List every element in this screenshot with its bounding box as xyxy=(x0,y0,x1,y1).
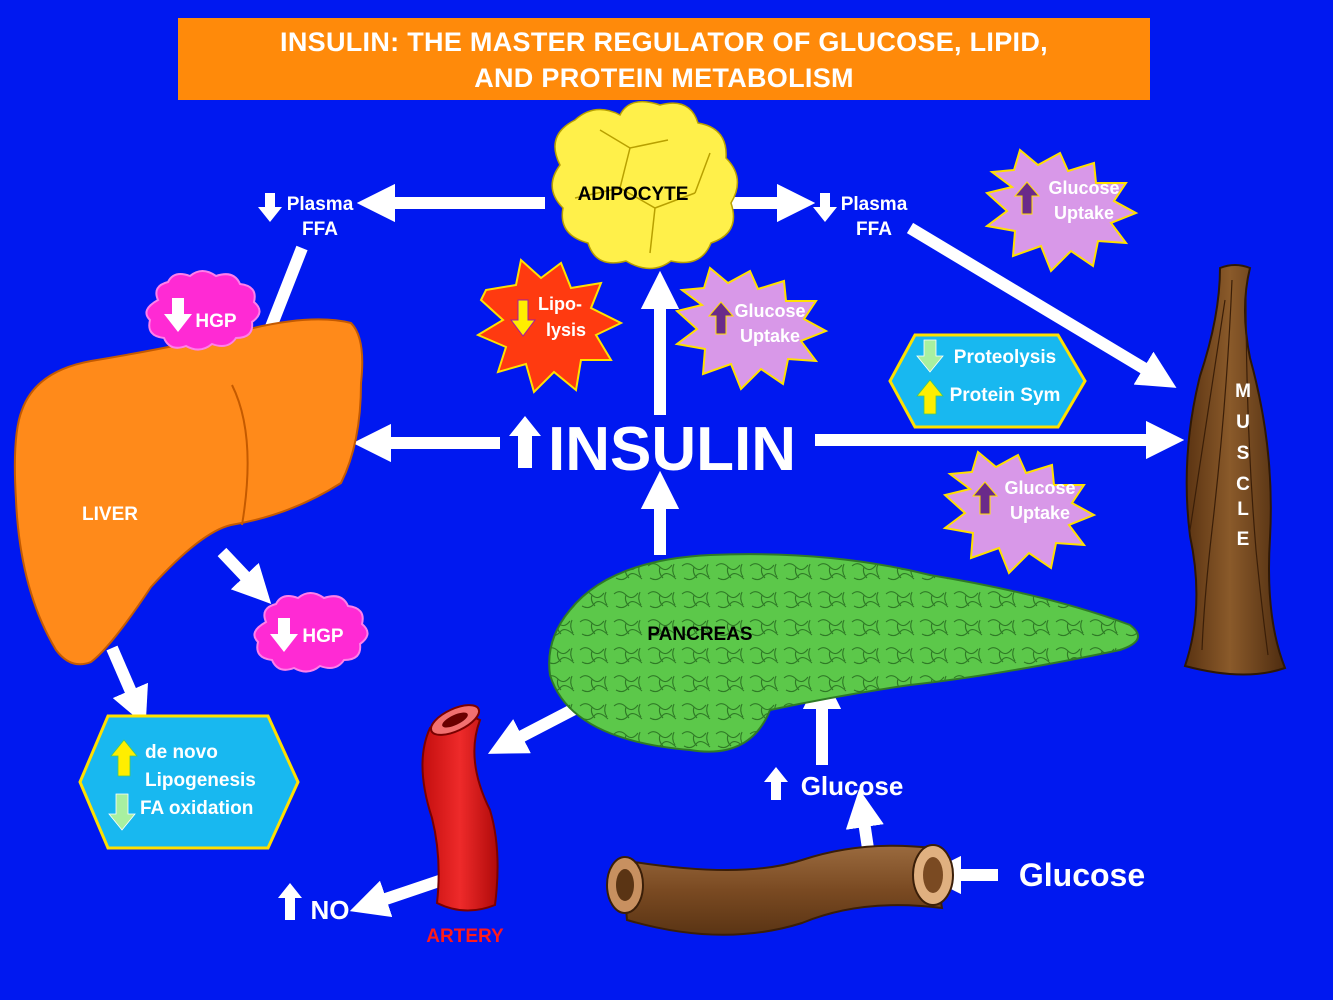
proteolysis-label: Proteolysis xyxy=(954,347,1056,368)
adipocyte-label: ADIPOCYTE xyxy=(578,184,689,205)
title-banner: INSULIN: THE MASTER REGULATOR OF GLUCOSE… xyxy=(178,18,1150,100)
hgp-cloud-top xyxy=(145,270,261,351)
down-arrow-icon xyxy=(916,339,944,373)
muscle-label: M U S C L E xyxy=(1235,381,1251,550)
up-arrow-icon xyxy=(707,301,735,335)
lipid-box-line2: Lipogenesis xyxy=(145,770,256,791)
ffa-left-line1: Plasma xyxy=(287,194,354,215)
hgp-cloud-bottom xyxy=(253,592,369,673)
pancreas-label: PANCREAS xyxy=(647,624,752,645)
down-arrow-icon xyxy=(258,193,837,222)
down-arrow-icon xyxy=(108,793,136,831)
lipid-box-line1: de novo xyxy=(145,742,218,763)
arrow-liver-to-hgp xyxy=(217,547,272,604)
up-arrow-icon xyxy=(110,739,138,777)
glucose-blood-label: Glucose xyxy=(801,771,904,801)
up-arrow-icon xyxy=(916,379,944,415)
up-arrow-icon xyxy=(509,416,541,468)
no-label: NO xyxy=(311,895,350,925)
glucose-uptake-top-right-line2: Uptake xyxy=(1054,203,1114,223)
arrow-pancreas-to-artery xyxy=(487,699,585,754)
glucose-uptake-burst-top-right xyxy=(984,148,1139,273)
hgp-top-label: HGP xyxy=(195,311,237,332)
muscle-letter: C xyxy=(1236,474,1250,495)
lipid-metabolism-box xyxy=(78,714,300,850)
hgp-bottom-label: HGP xyxy=(302,626,344,647)
adipocyte-cluster xyxy=(551,100,739,270)
muscle-letter: E xyxy=(1237,529,1250,550)
up-arrow-icon xyxy=(278,883,302,920)
up-arrow-icon xyxy=(764,767,788,800)
muscle-letter: U xyxy=(1236,412,1250,433)
ffa-right-line1: Plasma xyxy=(841,194,908,215)
arrow-ffa-to-muscle xyxy=(906,222,1177,388)
arrow-artery-to-no xyxy=(349,874,444,918)
pathway-arrows xyxy=(106,183,1185,918)
pancreas-organ xyxy=(548,553,1139,753)
title-line-2: AND PROTEIN METABOLISM xyxy=(474,63,854,93)
ffa-left-line2: FFA xyxy=(302,219,338,240)
muscle-organ xyxy=(1183,264,1287,676)
glucose-uptake-burst-muscle xyxy=(942,450,1097,575)
glucose-uptake-top-right-line1: Glucose xyxy=(1048,178,1119,198)
insulin-label: INSULIN xyxy=(548,415,796,484)
liver-label: LIVER xyxy=(82,504,138,525)
muscle-letter: L xyxy=(1237,499,1249,520)
glucose-uptake-adipocyte-line1: Glucose xyxy=(734,301,805,321)
up-arrow-icon xyxy=(971,481,999,515)
glucose-uptake-adipocyte-line2: Uptake xyxy=(740,326,800,346)
down-arrow-icon xyxy=(164,298,192,332)
lipolysis-burst xyxy=(475,258,624,394)
arrow-liver-to-lipid-box xyxy=(106,645,148,726)
lipolysis-line2: lysis xyxy=(546,320,586,340)
protein-box xyxy=(888,333,1087,429)
glucose-uptake-muscle-line2: Uptake xyxy=(1010,503,1070,523)
muscle-letter: S xyxy=(1237,443,1250,464)
gut-tube xyxy=(606,844,954,936)
glucose-uptake-burst-adipocyte xyxy=(674,266,829,391)
glucose-uptake-muscle-line1: Glucose xyxy=(1004,478,1075,498)
artery-label: ARTERY xyxy=(426,926,504,947)
lipid-box-line3: FA oxidation xyxy=(140,798,253,819)
down-arrow-icon xyxy=(270,618,298,652)
protein-sym-label: Protein Sym xyxy=(950,385,1061,406)
up-arrow-icon xyxy=(1013,181,1041,215)
lipolysis-line1: Lipo- xyxy=(538,294,582,314)
muscle-letter: M xyxy=(1235,381,1251,402)
down-arrow-icon xyxy=(510,299,536,337)
glucose-gut-label: Glucose xyxy=(1019,857,1145,893)
title-line-1: INSULIN: THE MASTER REGULATOR OF GLUCOSE… xyxy=(280,27,1048,57)
ffa-right-line2: FFA xyxy=(856,219,892,240)
artery-vessel xyxy=(421,704,499,912)
